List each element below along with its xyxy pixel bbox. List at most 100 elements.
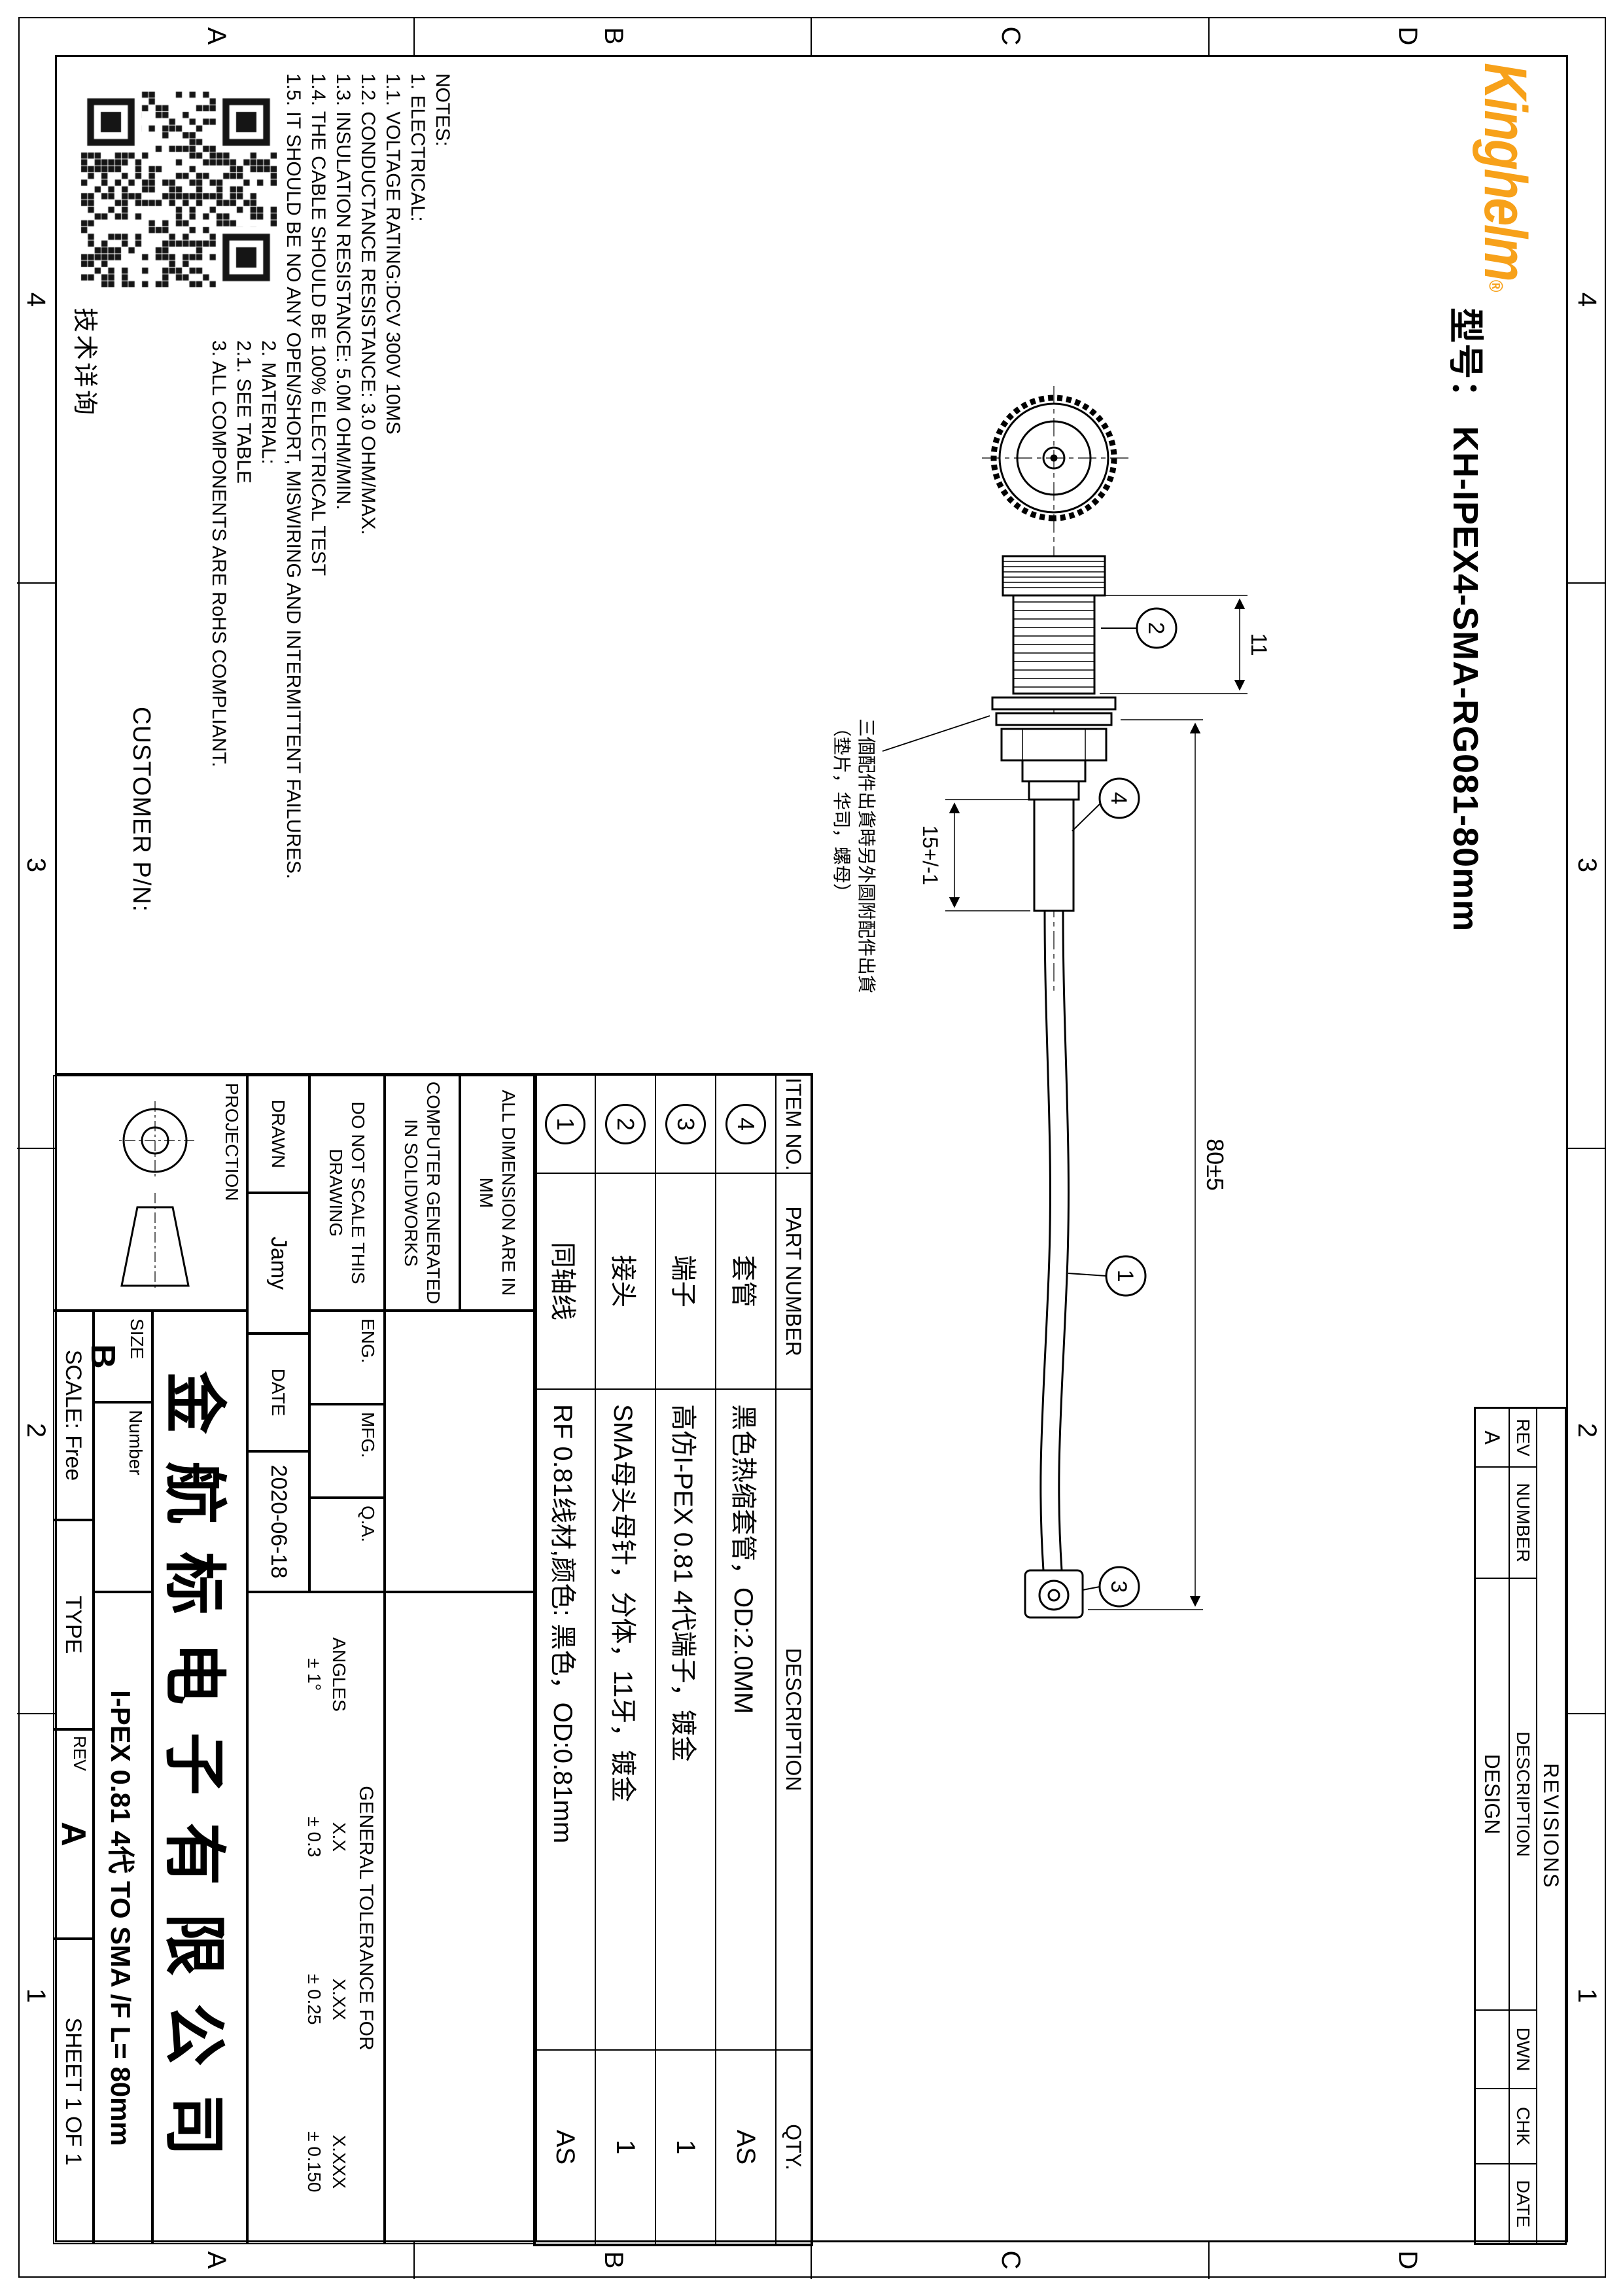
- zone-row-label: B: [599, 27, 629, 45]
- third-angle-projection-icon: [116, 1101, 194, 1291]
- bom-row-item: 1: [535, 1075, 595, 1173]
- zone-tick: [1568, 1148, 1606, 1149]
- tolerance-title: GENERAL TOLERANCE FOR: [355, 1786, 377, 2051]
- zone-row-label: A: [202, 27, 232, 45]
- tolerance-col-label: ANGLES: [329, 1637, 349, 1712]
- bom-row-item: 4: [716, 1075, 776, 1173]
- revision-row-date: [1475, 2164, 1509, 2244]
- revisions-header-rev: REV: [1509, 1408, 1537, 1467]
- model-label: 型号：: [1446, 308, 1485, 415]
- zone-row-label: C: [996, 26, 1026, 46]
- kinghelm-logo: Kinghelm®: [1471, 63, 1539, 292]
- tb-sheet-cell: SHEET 1 OF 1: [53, 1939, 94, 2244]
- tb-eng-cell: ENG.: [309, 1311, 385, 1404]
- callout-3-number: 3: [1106, 1581, 1131, 1593]
- bom-row-part: 接头: [595, 1173, 655, 1389]
- customer-pn-label: CUSTOMER P/N:: [128, 707, 155, 913]
- bom-row-item: 2: [595, 1075, 655, 1173]
- tolerance-col-label: X.XXX: [329, 2134, 349, 2189]
- zone-row-label: C: [996, 2250, 1026, 2270]
- note-line: 1.1. VOLTAGE RATING:DCV 300V 10MS: [382, 73, 404, 434]
- zone-tick: [1208, 2241, 1210, 2279]
- flat-washer: [995, 712, 1113, 726]
- revisions-header-chk: CHK: [1509, 2089, 1537, 2164]
- revisions-header-number: NUMBER: [1509, 1467, 1537, 1578]
- size-label: SIZE: [127, 1318, 147, 1360]
- revision-row-rev: A: [1475, 1408, 1509, 1467]
- callout-balloon-3: [1082, 1566, 1140, 1608]
- rev-value: A: [54, 1822, 92, 1846]
- revisions-title: REVISIONS: [1537, 1408, 1565, 2244]
- kinghelm-logo-text: Kinghelm: [1472, 63, 1539, 280]
- hex-nut: [1000, 728, 1108, 762]
- bom-table: ITEM NO. PART NUMBER DESCRIPTION QTY. 4 …: [533, 1073, 813, 2246]
- zone-row-label: D: [1393, 2250, 1423, 2270]
- qr-caption: 技术详询: [71, 308, 98, 418]
- bom-row-qty: 1: [655, 2050, 716, 2244]
- tolerance-col-value: ± 0.25: [304, 1973, 324, 2025]
- dim-tube-label: 15+/-1: [918, 825, 942, 885]
- projection-label: PROJECTION: [222, 1083, 242, 1201]
- bom-row-qty: AS: [716, 2050, 776, 2244]
- thread-hatch: [1013, 601, 1094, 688]
- lock-washer: [991, 696, 1117, 711]
- zone-tick: [811, 2241, 812, 2279]
- bom-row-description: 黑色热缩套管，OD:2.0MM: [716, 1389, 776, 2050]
- zone-col-label: 4: [22, 292, 51, 308]
- title-block: ALL DIMENSION ARE IN MM COMPUTER GENERAT…: [53, 1073, 537, 2244]
- zone-tick: [1568, 582, 1606, 584]
- bom-row-item: 3: [655, 1075, 716, 1173]
- tb-scale-cell: SCALE: Free: [53, 1311, 94, 1520]
- ipex-connector: [1024, 1569, 1084, 1619]
- zone-row-label: B: [599, 2251, 629, 2269]
- zone-tick: [17, 1148, 55, 1149]
- zone-tick: [17, 1713, 55, 1714]
- tb-all-dimension: ALL DIMENSION ARE IN MM: [460, 1075, 535, 1311]
- tb-number-cell: Number: [94, 1402, 152, 1592]
- zone-col-label: 2: [22, 1422, 51, 1438]
- tb-date-label: DATE: [247, 1333, 309, 1451]
- tb-computer-generated: COMPUTER GENERATED IN SOLIDWORKS: [385, 1075, 460, 1311]
- tb-tolerance-cell: GENERAL TOLERANCE FOR ANGLES X.X X.XX X.…: [247, 1592, 385, 2244]
- callout-balloon-4: [1072, 777, 1140, 832]
- bom-item-number: 2: [605, 1104, 646, 1144]
- zone-col-label: 2: [1573, 1422, 1602, 1438]
- zone-row-label: D: [1393, 26, 1423, 46]
- bom-row-part: 套管: [716, 1173, 776, 1389]
- revision-row-dwn: [1475, 2010, 1509, 2089]
- zone-col-label: 1: [1573, 1988, 1602, 2004]
- model-number-title: 型号： KH-IPEX4-SMA-RG081-80mm: [1443, 308, 1495, 932]
- revision-row-description: DESIGN: [1475, 1578, 1509, 2010]
- qr-code: [80, 92, 277, 288]
- tb-projection-cell: PROJECTION: [53, 1075, 247, 1311]
- revisions-header-date: DATE: [1509, 2164, 1537, 2244]
- bom-row-qty: AS: [535, 2050, 595, 2244]
- company-name: 金航标电子有限公司: [152, 1311, 247, 2244]
- callout-2-number: 2: [1143, 622, 1168, 635]
- assembly-drawing: 11 80±5 15+/-1 2 4 1 3 三個配件出貨時另外圆附配件出貨 （…: [831, 386, 1271, 1619]
- note-line: 2.1. SEE TABLE: [233, 340, 254, 484]
- zone-row-label: A: [202, 2251, 232, 2269]
- note-leader-line: [882, 715, 990, 752]
- tb-drawn-value: Jamy: [247, 1193, 309, 1333]
- coax-cable: [1039, 910, 1070, 1571]
- accessories-note-line2: （垫片，华司，螺母）: [831, 718, 852, 902]
- dimension-thread-length: [1100, 595, 1248, 694]
- note-line: 1.2. CONDUCTANCE RESISTANCE: 3.0 OHM/MAX…: [357, 73, 379, 535]
- tb-mfg-cell: MFG.: [309, 1404, 385, 1498]
- bom-header-part: PART NUMBER: [776, 1173, 811, 1389]
- bom-row-part: 端子: [655, 1173, 716, 1389]
- revisions-header-description: DESCRIPTION: [1509, 1578, 1537, 2010]
- zone-col-label: 4: [1573, 292, 1602, 308]
- accessories-note-line1: 三個配件出貨時另外圆附配件出貨: [856, 718, 877, 993]
- tolerance-col-label: X.X: [329, 1822, 349, 1852]
- bom-row-qty: 1: [595, 2050, 655, 2244]
- model-value: KH-IPEX4-SMA-RG081-80mm: [1446, 426, 1485, 932]
- zone-tick: [811, 17, 812, 55]
- bom-row-description: RF 0.81线材,颜色: 黑色，OD:0.81mm: [535, 1389, 595, 2050]
- zone-tick: [1568, 1713, 1606, 1714]
- note-line: 2. MATERIAL:: [258, 340, 279, 465]
- zone-col-label: 1: [22, 1988, 51, 2004]
- heat-shrink-tube: [1033, 798, 1075, 912]
- connector-rear-body: [1021, 759, 1087, 783]
